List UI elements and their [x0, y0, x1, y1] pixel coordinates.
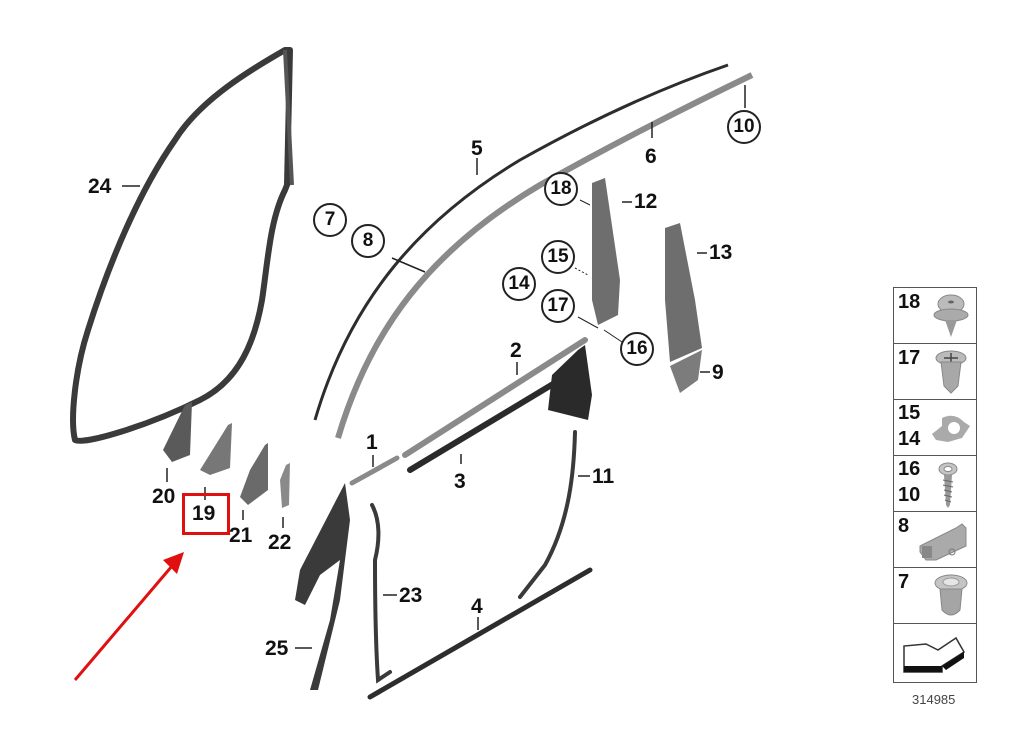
part-11-seal — [518, 430, 577, 599]
callout-19: 19 — [192, 502, 216, 525]
part-1-trim-piece — [349, 455, 400, 486]
catalog-number: 314985 — [912, 692, 956, 707]
part-3-belt-seal — [407, 372, 571, 473]
callout-11: 11 — [592, 465, 615, 488]
callout-20: 20 — [152, 485, 176, 508]
legend-row-16-10: 16 10 — [893, 455, 977, 511]
callout-4: 4 — [471, 595, 483, 618]
arrow-symbol-icon — [903, 636, 966, 673]
callout-2: 2 — [510, 339, 522, 362]
legend-row-arrow — [893, 623, 977, 683]
part-4-sill-seal — [367, 567, 593, 700]
callout-10: 10 — [727, 110, 761, 144]
expanding-nut-clip-icon — [934, 574, 968, 616]
fastener-legend: 18 17 15 14 16 — [893, 287, 977, 683]
part-20-trim — [163, 402, 192, 462]
self-tapping-screw-icon — [938, 462, 958, 508]
callout-8: 8 — [351, 224, 385, 258]
part-25-a-pillar-seal — [295, 483, 350, 690]
highlight-arrow — [73, 552, 184, 681]
trim-clip-bracket-icon — [919, 523, 967, 561]
part-13-pillar-cover — [665, 223, 702, 362]
mirror-triangle-bracket — [548, 345, 592, 420]
callout-23: 23 — [399, 584, 423, 607]
part-5-roof-seal — [313, 63, 729, 421]
part-22-trim — [280, 463, 290, 508]
callout-18: 18 — [544, 172, 578, 206]
part-21-trim — [240, 443, 268, 505]
callout-7: 7 — [313, 203, 347, 237]
part-9-pillar-cover-lower — [670, 350, 702, 393]
part-19-trim — [200, 423, 232, 475]
callout-5: 5 — [471, 137, 483, 160]
callout-16: 16 — [620, 332, 654, 366]
part-2-belt-trim — [402, 337, 588, 458]
part-12-b-pillar-cover — [592, 178, 620, 325]
part-23-seal — [370, 503, 392, 684]
callout-6: 6 — [645, 145, 657, 168]
part-6-channel-trim — [335, 72, 754, 439]
callout-25: 25 — [265, 637, 289, 660]
callout-14: 14 — [502, 267, 536, 301]
callout-24: 24 — [88, 175, 112, 198]
legend-row-15-14: 15 14 — [893, 399, 977, 455]
callout-3: 3 — [454, 470, 466, 493]
legend-row-18: 18 — [893, 287, 977, 343]
callout-22: 22 — [268, 531, 292, 554]
callout-9: 9 — [712, 361, 724, 384]
callout-17: 17 — [541, 289, 575, 323]
legend-row-7: 7 — [893, 567, 977, 623]
legend-row-17: 17 — [893, 343, 977, 399]
push-rivet-clip-icon — [933, 294, 969, 337]
callout-21: 21 — [229, 524, 253, 547]
legend-row-8: 8 — [893, 511, 977, 567]
callout-1: 1 — [366, 431, 378, 454]
callout-13: 13 — [709, 241, 733, 264]
part-24-door-seal — [70, 47, 294, 444]
expanding-rivet-phillips-icon — [935, 350, 967, 394]
highlight-box-part-19 — [182, 493, 230, 535]
callout-15: 15 — [541, 240, 575, 274]
callout-12: 12 — [634, 190, 658, 213]
retaining-plate-clip-icon — [932, 415, 970, 442]
